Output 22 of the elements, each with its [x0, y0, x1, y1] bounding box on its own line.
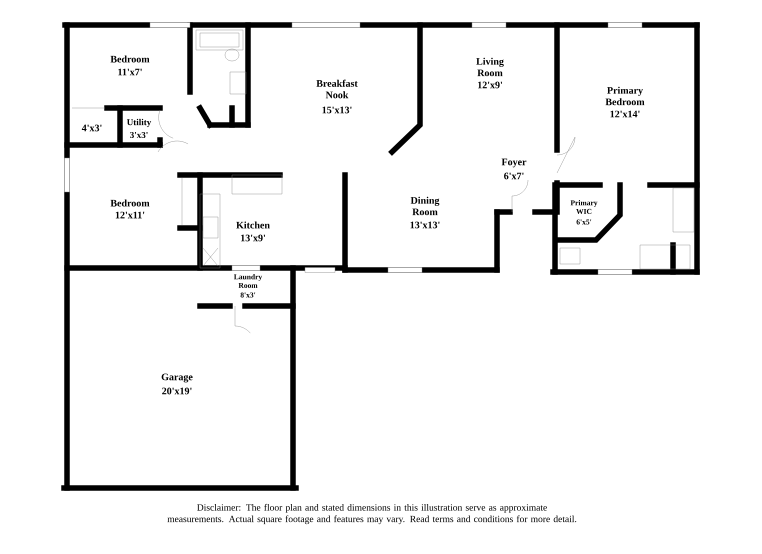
room-label: 6'x7' [504, 172, 524, 180]
room-label: 3'x3' [130, 132, 148, 138]
room-label: Kitchen [236, 221, 270, 229]
room-label: 20'x19' [162, 388, 192, 394]
room-label: Utility [126, 118, 152, 128]
room-label: 12'x14' [610, 110, 640, 118]
room-label: Breakfast Nook [316, 80, 358, 98]
room-label: Bedroom [110, 199, 150, 207]
room-label: Garage [162, 374, 193, 382]
room-label: 15'x13' [322, 106, 352, 114]
room-label: 12'x9' [478, 82, 502, 88]
room-label: 11'x7' [118, 68, 142, 76]
room-label: 13'x9' [241, 234, 266, 242]
room-label: Dining Room [410, 196, 440, 216]
room-label: Primary Bedroom [606, 86, 644, 106]
room-label: Living Room [476, 58, 504, 76]
disclaimer-text: Disclaimer: The floor plan and stated dimensions in this illustration serve as approximate measurements. Actual square footage and features may vary. Read terms and conditions for more detail. [167, 504, 576, 524]
room-label: 12'x11' [116, 212, 144, 218]
room-label: Foyer [502, 158, 526, 168]
room-label: 13'x13' [410, 222, 440, 228]
room-label: 4'x3' [82, 124, 102, 132]
room-label: Bedroom [110, 55, 150, 63]
